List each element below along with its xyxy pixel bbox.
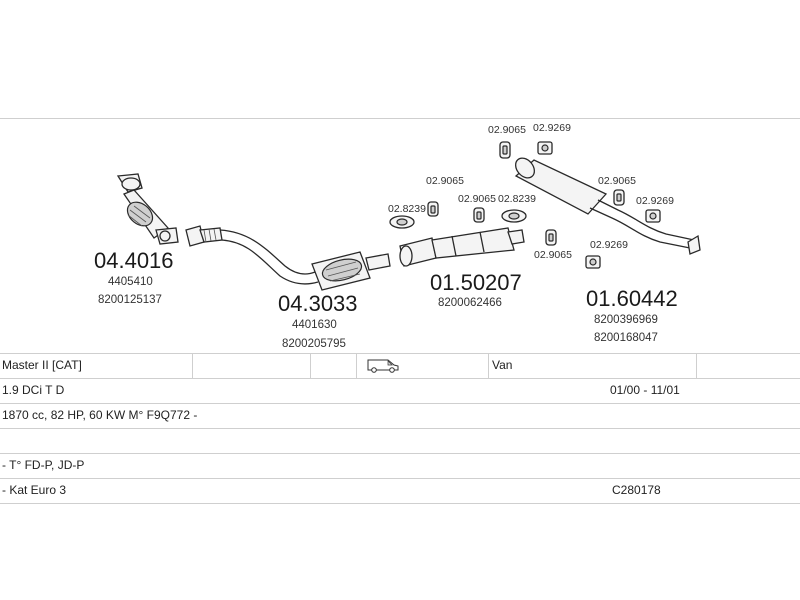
part-ref-8200396969: 8200396969 bbox=[594, 314, 658, 326]
clamp-icon[interactable] bbox=[645, 209, 661, 223]
top-border bbox=[0, 118, 800, 119]
column-divider bbox=[310, 354, 311, 378]
rubber-hanger-icon[interactable] bbox=[427, 201, 439, 217]
part-01-60442-drawing[interactable] bbox=[512, 154, 701, 255]
column-divider bbox=[488, 354, 489, 378]
column-divider bbox=[192, 354, 193, 378]
rubber-hanger-icon[interactable] bbox=[613, 189, 625, 206]
part-01-50207-drawing[interactable] bbox=[399, 227, 525, 267]
table-row-specs: 1870 cc, 82 HP, 60 KW M° F9Q772 - bbox=[0, 403, 800, 428]
column-divider bbox=[356, 354, 357, 378]
clamp-icon[interactable] bbox=[537, 141, 553, 155]
vehicle-emission: - Kat Euro 3 bbox=[2, 483, 67, 497]
fitting-02-9065-low: 02.9065 bbox=[534, 249, 572, 261]
vehicle-model: Master II [CAT] bbox=[2, 358, 82, 372]
fitting-02-9065-b: 02.9065 bbox=[458, 193, 496, 205]
part-number-01-60442: 01.60442 bbox=[586, 286, 678, 311]
clamp-icon[interactable] bbox=[585, 255, 601, 269]
table-row-engine: 1.9 DCi T D 01/00 - 11/01 bbox=[0, 378, 800, 403]
part-ref-4405410: 4405410 bbox=[108, 276, 153, 288]
part-number-04-3033: 04.3033 bbox=[278, 291, 358, 316]
part-ref-4401630: 4401630 bbox=[292, 319, 337, 331]
fitting-02-9065-a: 02.9065 bbox=[426, 175, 464, 187]
part-ref-8200062466: 8200062466 bbox=[438, 297, 502, 309]
gasket-icon[interactable] bbox=[389, 215, 415, 229]
gasket-icon[interactable] bbox=[501, 209, 527, 223]
table-row-blank bbox=[0, 428, 800, 453]
table-row-emission: - Kat Euro 3 C280178 bbox=[0, 478, 800, 504]
vehicle-specs: 1870 cc, 82 HP, 60 KW M° F9Q772 - bbox=[2, 408, 198, 422]
part-04-3033-drawing[interactable] bbox=[185, 225, 391, 291]
table-row-types: - T° FD-P, JD-P bbox=[0, 453, 800, 478]
fitting-02-9065-right: 02.9065 bbox=[598, 175, 636, 187]
part-04-4016-drawing[interactable] bbox=[116, 173, 179, 245]
vehicle-date-range: 01/00 - 11/01 bbox=[610, 383, 680, 397]
column-divider bbox=[696, 354, 697, 378]
fitting-02-9269-right: 02.9269 bbox=[636, 195, 674, 207]
vehicle-body: Van bbox=[492, 358, 513, 372]
vehicle-code: C280178 bbox=[612, 483, 661, 497]
part-number-01-50207: 01.50207 bbox=[430, 270, 522, 295]
exhaust-system-diagram: 04.4016 4405410 8200125137 04.3033 44016… bbox=[94, 122, 701, 350]
rubber-hanger-icon[interactable] bbox=[473, 207, 485, 223]
fitting-02-9269-top: 02.9269 bbox=[533, 122, 571, 134]
part-number-04-4016: 04.4016 bbox=[94, 248, 174, 273]
rubber-hanger-icon[interactable] bbox=[545, 229, 557, 246]
table-row-model: Master II [CAT] Van bbox=[0, 353, 800, 378]
fitting-02-9269-low: 02.9269 bbox=[590, 239, 628, 251]
part-ref-8200168047: 8200168047 bbox=[594, 332, 658, 344]
part-ref-8200205795: 8200205795 bbox=[282, 338, 346, 350]
fitting-02-8239-right: 02.8239 bbox=[498, 193, 536, 205]
vehicle-info-table: Master II [CAT] Van 1.9 DCi T D 01/00 - … bbox=[0, 353, 800, 504]
vehicle-engine: 1.9 DCi T D bbox=[2, 383, 65, 397]
vehicle-types: - T° FD-P, JD-P bbox=[2, 458, 85, 472]
van-icon bbox=[366, 357, 400, 381]
fitting-02-8239-left: 02.8239 bbox=[388, 203, 426, 215]
fitting-02-9065-top: 02.9065 bbox=[488, 124, 526, 136]
part-ref-8200125137: 8200125137 bbox=[98, 294, 162, 306]
rubber-hanger-icon[interactable] bbox=[499, 141, 511, 159]
